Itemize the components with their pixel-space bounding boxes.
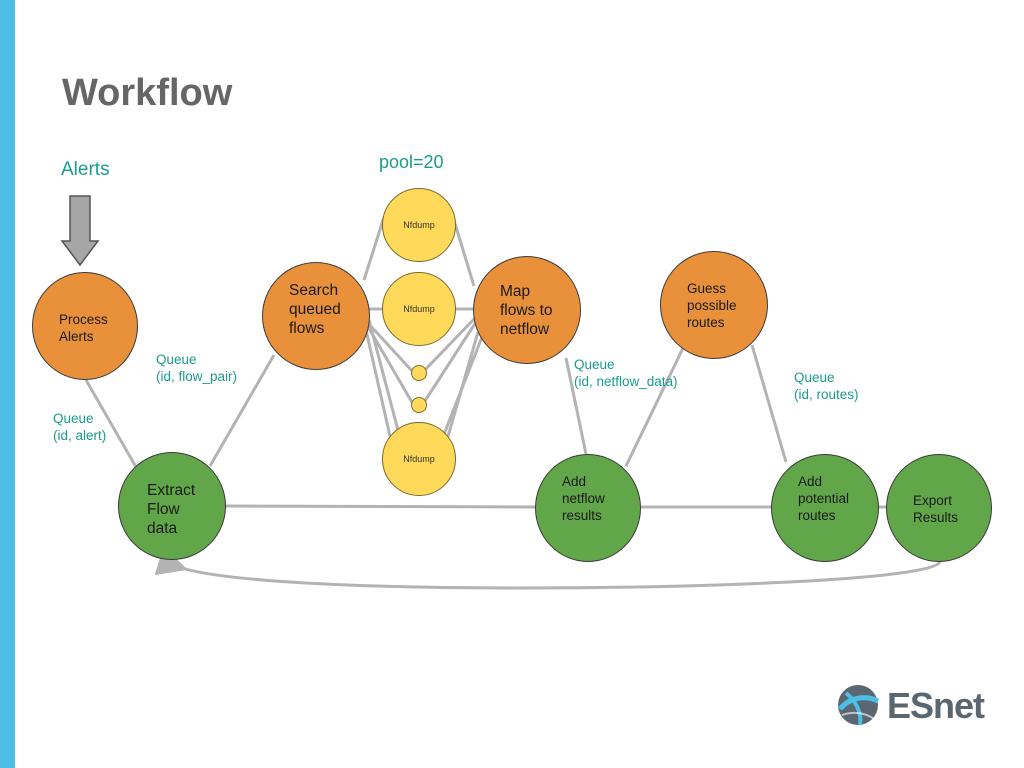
export-results-label: Export Results xyxy=(913,493,959,525)
edge-map-addnetflow xyxy=(564,357,588,455)
nfdump-dot-2 xyxy=(411,397,427,413)
guess-routes-label: Guess possible routes xyxy=(687,281,737,330)
edge-search-dot1 xyxy=(365,320,415,374)
edge-search-nfdump-top xyxy=(362,216,386,281)
down-arrow-icon xyxy=(60,195,100,267)
process-alerts-label: Process Alerts xyxy=(59,312,108,344)
edge-dot2-map xyxy=(421,321,478,405)
esnet-logo-text: ESnet xyxy=(887,685,985,726)
edge-export-extract-return xyxy=(154,546,942,590)
queue-alert-label: Queue (id, alert) xyxy=(53,411,107,443)
edge-search-nfdump-bot xyxy=(364,329,394,446)
map-flows-label: Map flows to netflow xyxy=(500,283,553,338)
queue-flow-pair-label: Queue (id, flow_pair) xyxy=(156,352,238,384)
nfdump-bottom-label: Nfdump xyxy=(403,454,435,464)
esnet-globe-icon xyxy=(838,685,880,726)
slide-title: Workflow xyxy=(62,72,233,114)
edge-search-nfdump-bot2 xyxy=(367,319,402,439)
queue-routes-label: Queue (id, routes) xyxy=(794,370,859,402)
search-queued-flows-label: Search queued flows xyxy=(289,282,341,337)
edge-nfdump-top-map xyxy=(451,216,476,287)
add-netflow-label: Add netflow results xyxy=(562,474,605,523)
process-alerts-node: Process Alerts xyxy=(32,272,138,380)
queue-netflow-data-label: Queue (id, netflow_data) xyxy=(574,357,678,389)
nfdump-node-bottom: Nfdump xyxy=(382,422,456,496)
extract-flow-label: Extract Flow data xyxy=(147,482,196,537)
extract-flow-node: Extract Flow data xyxy=(118,452,226,560)
add-potential-node: Add potential routes xyxy=(771,454,879,562)
edge-addnetflow-guess xyxy=(624,345,686,467)
edge-extract-addnetflow xyxy=(223,504,537,509)
accent-side-bar xyxy=(0,0,15,768)
edge-dot1-map xyxy=(421,316,477,374)
pool-label: pool=20 xyxy=(379,152,444,172)
alerts-label: Alerts xyxy=(61,159,110,180)
add-potential-label: Add potential routes xyxy=(798,474,850,523)
nfdump-node-middle: Nfdump xyxy=(382,272,456,346)
add-netflow-node: Add netflow results xyxy=(535,454,641,562)
edge-nfdump-bot-map2 xyxy=(439,336,484,443)
nfdump-node-top: Nfdump xyxy=(382,188,456,262)
search-queued-flows-node: Search queued flows xyxy=(262,262,370,370)
nfdump-dot-1 xyxy=(411,365,427,381)
map-flows-node: Map flows to netflow xyxy=(473,256,581,364)
nfdump-middle-label: Nfdump xyxy=(403,304,435,314)
edge-guess-addpotential xyxy=(750,344,788,463)
esnet-logo: ESnet xyxy=(836,683,985,727)
edge-process-extract xyxy=(84,379,138,468)
edge-extract-search xyxy=(208,354,276,467)
guess-routes-node: Guess possible routes xyxy=(660,251,768,359)
nfdump-top-label: Nfdump xyxy=(403,220,435,230)
export-results-node: Export Results xyxy=(886,454,992,562)
